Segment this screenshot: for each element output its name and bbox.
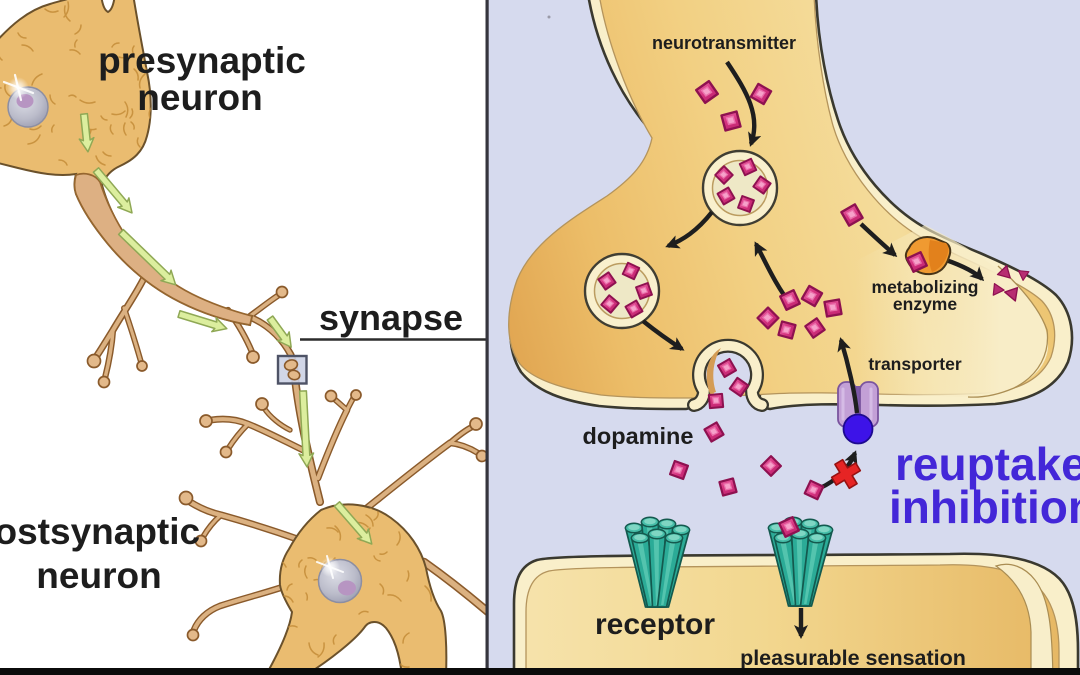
- svg-text:pleasurable sensation: pleasurable sensation: [740, 646, 966, 670]
- svg-text:neuron: neuron: [36, 555, 161, 596]
- svg-text:postsynaptic: postsynaptic: [0, 511, 200, 552]
- svg-text:neuron: neuron: [137, 77, 262, 118]
- svg-text:receptor: receptor: [595, 608, 715, 641]
- svg-text:presynaptic: presynaptic: [98, 40, 306, 81]
- svg-text:inhibition: inhibition: [889, 481, 1080, 533]
- svg-text:synapse: synapse: [319, 297, 463, 338]
- svg-text:transporter: transporter: [868, 354, 962, 374]
- svg-text:reuptake: reuptake: [895, 438, 1080, 490]
- svg-text:dopamine: dopamine: [583, 423, 694, 449]
- svg-text:metabolizing: metabolizing: [872, 277, 979, 297]
- svg-text:enzyme: enzyme: [893, 294, 957, 314]
- svg-text:neurotransmitter: neurotransmitter: [652, 33, 796, 53]
